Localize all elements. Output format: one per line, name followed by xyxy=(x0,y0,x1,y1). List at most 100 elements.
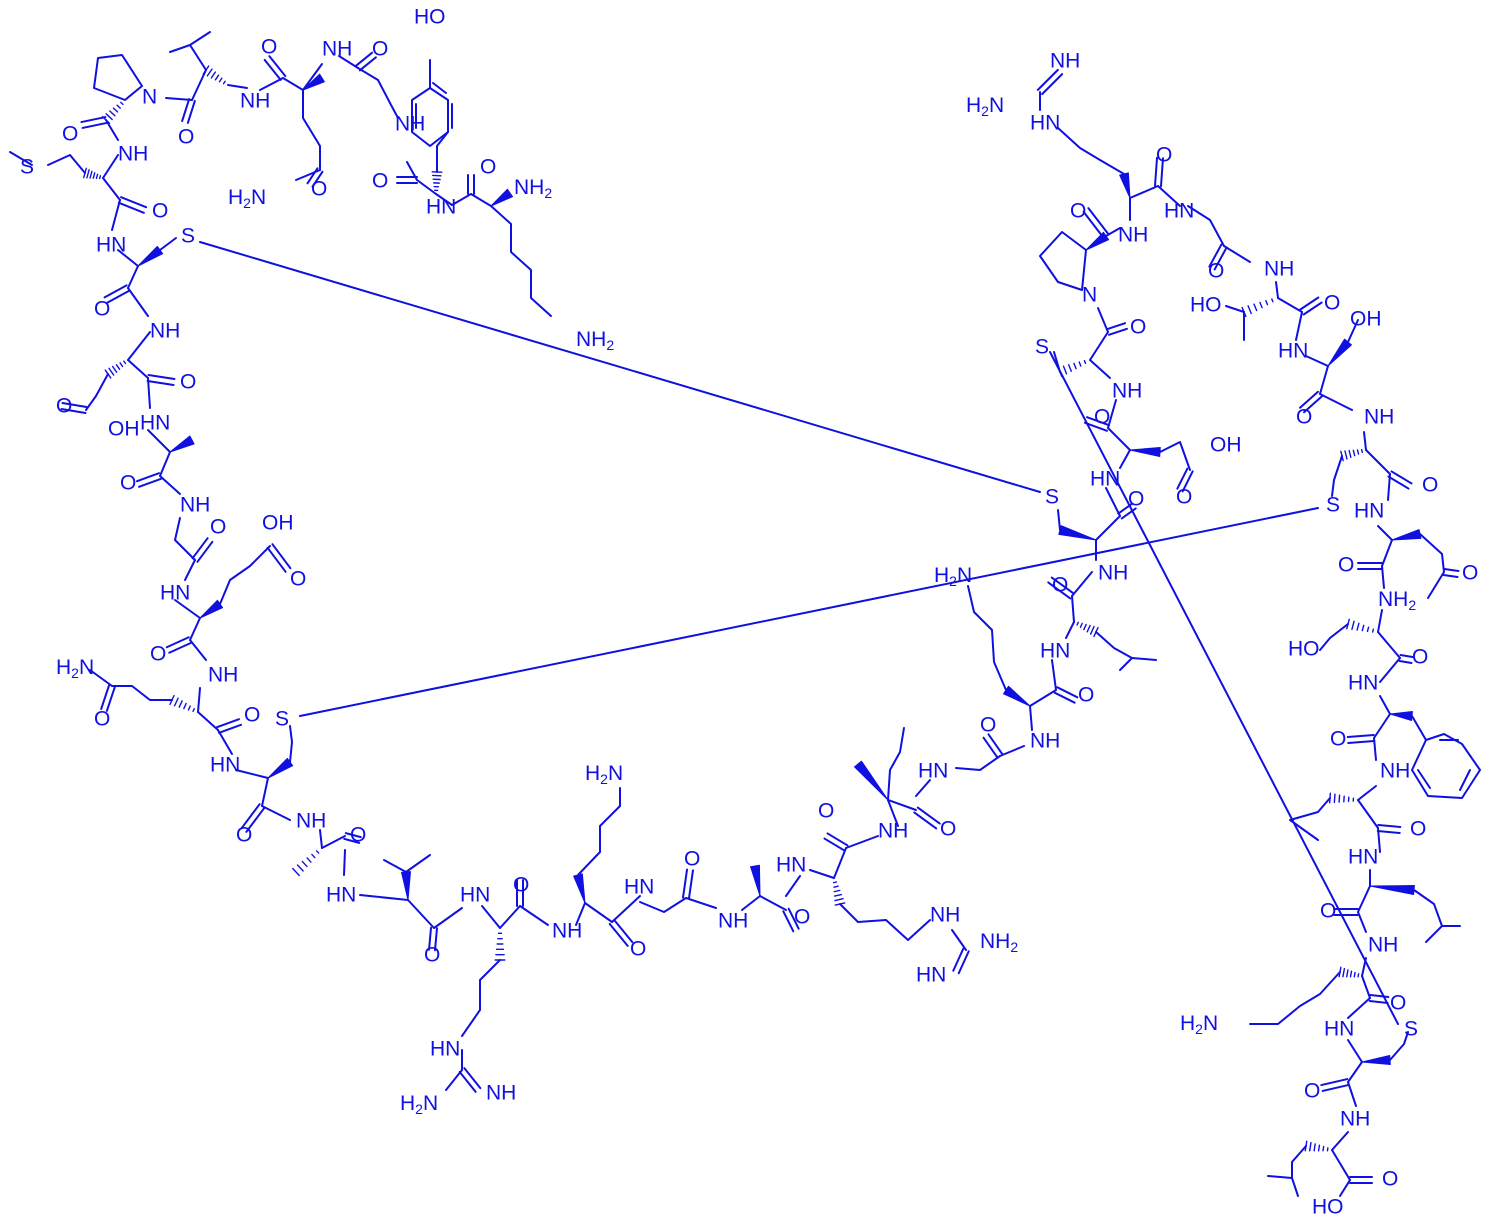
carbonyl xyxy=(1050,576,1075,595)
atom-label-o: O xyxy=(178,126,194,149)
atom-label-oh: OH xyxy=(1350,308,1382,331)
hash-bond xyxy=(1353,971,1356,978)
disulfide-bond xyxy=(1049,351,1399,1025)
atom-label-nh: NH xyxy=(1340,1108,1370,1131)
bond xyxy=(575,902,586,926)
bond xyxy=(295,169,321,181)
carbonyl xyxy=(1083,421,1108,432)
atom-label-o: O xyxy=(290,568,306,591)
atom-label-o: O xyxy=(94,708,110,731)
wedge-bond xyxy=(267,757,294,779)
bond xyxy=(685,897,717,909)
carbonyl xyxy=(916,806,941,825)
atom-label-nh2: NH2 xyxy=(980,930,1018,955)
bond xyxy=(1051,659,1057,691)
bond-chain xyxy=(839,903,931,941)
bond xyxy=(102,177,121,201)
carbonyl xyxy=(135,472,160,483)
hash-bond xyxy=(98,175,102,180)
bond-chain xyxy=(411,87,449,147)
atom-label-hn: HN xyxy=(326,884,356,907)
atom-label-o: O xyxy=(630,938,646,961)
atom-label-oh: OH xyxy=(1210,434,1242,457)
hash-bond xyxy=(92,172,96,179)
bond xyxy=(1363,431,1367,451)
carbonyl xyxy=(268,55,287,78)
carbonyl xyxy=(1213,246,1228,271)
atom-label-o: O xyxy=(62,123,78,146)
bond xyxy=(1071,571,1093,597)
wedge-bond xyxy=(401,871,411,901)
carbonyl xyxy=(1106,322,1127,331)
bond xyxy=(1089,331,1109,361)
hash-bond xyxy=(301,860,308,868)
carbonyl xyxy=(1208,243,1223,268)
atom-label-hn: HN xyxy=(1090,468,1120,491)
bond-chain xyxy=(490,205,552,317)
atom-label-ho: HO xyxy=(1288,638,1320,661)
atom-label-s: S xyxy=(275,708,289,731)
bond xyxy=(1427,571,1445,599)
atom-label-nh: NH xyxy=(930,904,960,927)
atom-label-hn: HN xyxy=(1324,1018,1354,1041)
carbonyl xyxy=(240,803,261,830)
wedge-bond xyxy=(1119,172,1131,199)
carbonyl xyxy=(1377,824,1402,829)
bond-chain xyxy=(1187,205,1225,247)
bond-chain xyxy=(1095,631,1133,659)
bond xyxy=(1339,1179,1351,1197)
carbonyl xyxy=(105,685,116,712)
bond xyxy=(1097,307,1109,333)
carbonyl xyxy=(263,58,282,81)
atom-label-hn: HN xyxy=(426,196,456,219)
imine xyxy=(458,1070,477,1093)
bond xyxy=(785,875,801,897)
carbonyl xyxy=(613,919,634,944)
hash-bond xyxy=(1068,364,1072,372)
atom-label-hn: HN xyxy=(624,876,654,899)
atom-label-o: O xyxy=(236,824,252,847)
atom-label-o: O xyxy=(818,800,834,823)
atom-label-o: O xyxy=(794,906,810,929)
carbonyl xyxy=(106,289,131,304)
bond xyxy=(102,154,119,179)
bond xyxy=(127,287,149,317)
bond xyxy=(584,902,613,923)
atom-label-ho: HO xyxy=(1312,1196,1344,1219)
bond xyxy=(1357,785,1377,801)
atom-label-o: O xyxy=(150,643,166,666)
carbonyl xyxy=(344,832,362,839)
atom-label-o: O xyxy=(94,298,110,321)
bond xyxy=(189,31,211,46)
bond-chain xyxy=(289,725,293,763)
hash-bond xyxy=(1351,620,1355,631)
atom-label-s: S xyxy=(1404,1018,1418,1041)
bond xyxy=(197,711,219,731)
bond-chain xyxy=(887,727,905,801)
carbonyl xyxy=(1368,999,1389,1004)
atom-label-nh: NH xyxy=(296,810,326,833)
bond xyxy=(259,77,284,91)
bond xyxy=(470,193,492,207)
bond-chain xyxy=(47,154,86,174)
hash-bond xyxy=(111,365,118,373)
bond xyxy=(111,199,121,231)
carbonyl xyxy=(103,284,128,299)
hash-bond xyxy=(1371,628,1375,633)
bond-chain xyxy=(436,131,449,173)
atom-label-o: O xyxy=(513,874,529,897)
atom-label-o: O xyxy=(1156,144,1172,167)
carbonyl xyxy=(1181,470,1194,493)
bond xyxy=(9,151,33,166)
bond xyxy=(197,687,201,713)
bond xyxy=(343,849,346,876)
bond xyxy=(1223,245,1251,263)
carbonyl xyxy=(1347,739,1376,744)
hash-bond xyxy=(833,893,843,897)
bond xyxy=(1381,539,1393,567)
hash-bond xyxy=(123,360,127,365)
atom-label-o: O xyxy=(1078,684,1094,707)
atom-label-nh: NH xyxy=(395,113,425,136)
hash-bond xyxy=(306,857,312,863)
carbonyl xyxy=(168,641,193,654)
